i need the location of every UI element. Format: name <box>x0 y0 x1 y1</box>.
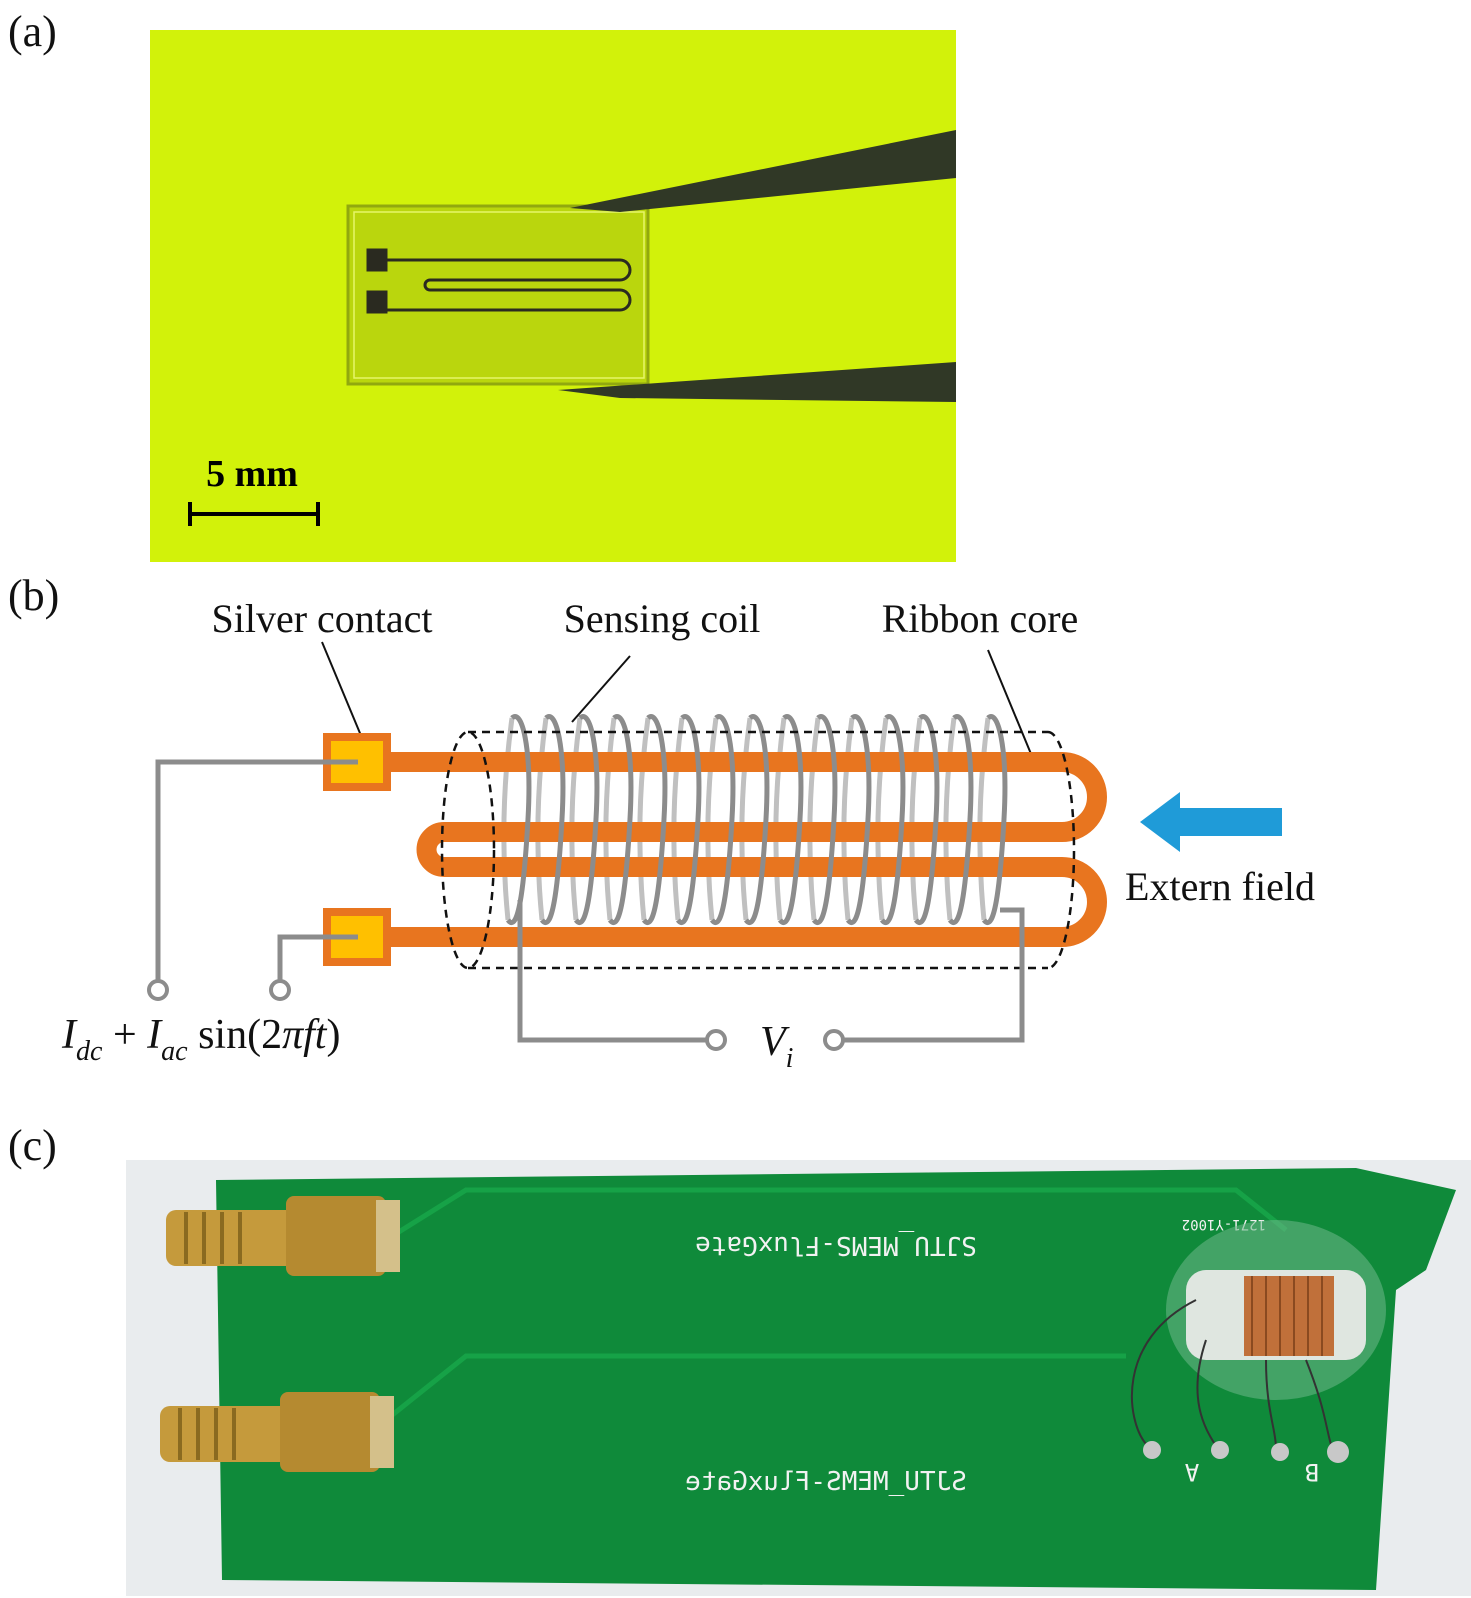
coil-turn <box>981 714 1008 925</box>
coil-turn <box>505 714 532 925</box>
coil-turn <box>845 714 872 925</box>
leader-sensing-coil <box>571 655 631 723</box>
coil-turn-back <box>501 717 515 921</box>
ribbon-core <box>390 752 1107 947</box>
coil-turn <box>879 714 906 925</box>
output-terminal-1 <box>705 1029 727 1051</box>
coil-turn <box>777 714 804 925</box>
coil-turn-back <box>807 717 821 921</box>
coil-turn <box>709 714 736 925</box>
coil-turn-back <box>943 717 957 921</box>
label-ribbon-core: Ribbon core <box>882 596 1079 641</box>
coil-turn <box>539 714 566 925</box>
coil-turn-back <box>603 717 617 921</box>
label-silver-contact: Silver contact <box>211 596 432 641</box>
drive-wires <box>155 759 358 980</box>
label-drive-current: Idc + Iac sin(2πft) <box>61 1012 340 1067</box>
pcb-photo: SJTU_MEMS-FluxGate SJTU_MEMS-FluxGate 12… <box>126 1160 1471 1596</box>
coil-turn-back <box>739 717 753 921</box>
pad-label-b: B <box>1305 1458 1319 1486</box>
pcb-illustration: SJTU_MEMS-FluxGate SJTU_MEMS-FluxGate 12… <box>126 1160 1471 1596</box>
coil-turn <box>573 714 600 925</box>
label-sensing-coil: Sensing coil <box>564 596 761 641</box>
sensor-chip-illustration: 5 mm <box>188 130 956 526</box>
coil-turn <box>811 714 838 925</box>
schematic-svg: Silver contact Sensing coil Ribbon core <box>61 596 1315 1074</box>
coil-turn-back <box>637 717 651 921</box>
scale-bar-label: 5 mm <box>206 453 298 495</box>
pad-label-a: A <box>1184 1458 1199 1486</box>
sma-connector-top <box>166 1196 400 1276</box>
pcb-silkscreen-top: SJTU_MEMS-FluxGate <box>695 1230 977 1260</box>
leader-silver-contact <box>321 641 363 739</box>
coil-turn-back <box>909 717 923 921</box>
label-output-voltage: Vi <box>760 1019 793 1074</box>
fluxgate-module <box>1166 1220 1386 1400</box>
sma-connector-bottom <box>160 1392 394 1472</box>
field-arrow-icon <box>1140 792 1282 852</box>
label-extern-field: Extern field <box>1125 864 1315 909</box>
coil-turn <box>913 714 940 925</box>
glass-chip <box>346 204 650 386</box>
coil-turn-back <box>671 717 685 921</box>
coil-turn-back <box>705 717 719 921</box>
coil-turn-back <box>977 717 991 921</box>
pcb-traces <box>384 1187 1288 1422</box>
coil-turn <box>641 714 668 925</box>
meander-pattern <box>366 248 632 314</box>
coil-turn <box>607 714 634 925</box>
coil-turn-back <box>841 717 855 921</box>
panel-label-c: (c) <box>8 1121 57 1170</box>
panel-label-b: (b) <box>8 571 60 620</box>
sensor-schematic: Silver contact Sensing coil Ribbon core <box>0 570 1471 1100</box>
leader-ribbon-core <box>987 649 1037 767</box>
coil-turn-back <box>535 717 549 921</box>
pcb-silkscreen-bottom: SJTU_MEMS-FluxGate <box>685 1467 967 1497</box>
sensor-chip-photo: 5 mm <box>150 30 956 562</box>
drive-terminal-1 <box>147 979 169 1001</box>
output-terminal-2 <box>823 1029 845 1051</box>
coil-turn <box>743 714 770 925</box>
coil-turn <box>947 714 974 925</box>
tweezer-bottom <box>558 362 956 402</box>
coil-turn <box>675 714 702 925</box>
pcb-board <box>216 1168 1456 1590</box>
coil-turn-back <box>569 717 583 921</box>
sensing-coil <box>505 714 1008 925</box>
coil-back-strokes <box>501 717 991 921</box>
coil-turn-back <box>773 717 787 921</box>
tweezer-top <box>570 130 956 212</box>
coil-turn-back <box>875 717 889 921</box>
output-wires <box>517 900 1025 1043</box>
drive-terminal-2 <box>269 979 291 1001</box>
panel-label-a: (a) <box>8 7 57 56</box>
core-envelope <box>440 730 1076 970</box>
